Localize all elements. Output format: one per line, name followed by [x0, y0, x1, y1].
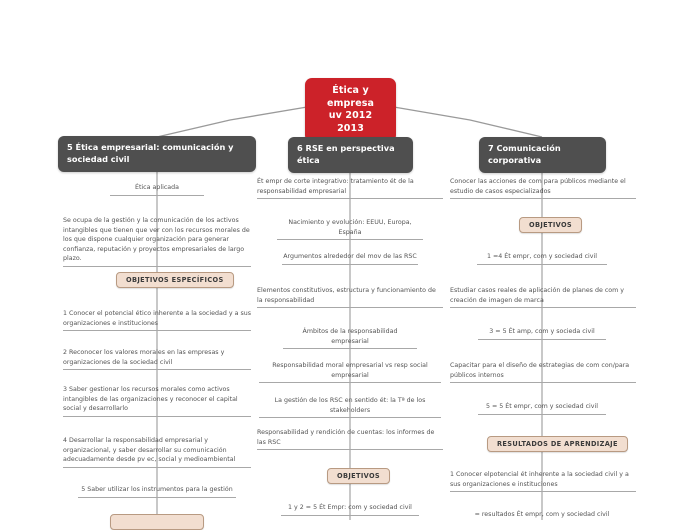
node-3-igual-5[interactable]: 3 = 5 Ét amp, com y socieda civil [478, 327, 606, 340]
node-nacimiento-evolucion[interactable]: Nacimiento y evolución: EEUU, Europa, Es… [277, 218, 423, 241]
node-1y2-et-empr[interactable]: 1 y 2 = 5 Ét Empr: com y sociedad civil [281, 503, 419, 516]
node-5-igual-5[interactable]: 5 = 5 Ét empr, com y sociedad civil [478, 402, 606, 415]
node-resultados-et-empr[interactable]: = resultados Ét empr, com y sociedad civ… [474, 511, 610, 518]
node-elementos-constitutivos[interactable]: Elementos constitutivos, estructura y fu… [257, 286, 443, 309]
branch-header-7[interactable]: 7 Comunicación corporativa [479, 137, 606, 173]
node-argumentos-rsc[interactable]: Argumentos alrededor del mov de las RSC [282, 252, 418, 265]
node-objetivo-4[interactable]: 4 Desarrollar la responsabilidad empresa… [63, 436, 251, 468]
node-objetivo-1[interactable]: 1 Conocer el potencial ético inherente a… [63, 309, 251, 332]
node-objetivo-5[interactable]: 5 Saber utilizar los instrumentos para l… [78, 485, 236, 498]
node-descripcion-gestion[interactable]: Se ocupa de la gestión y la comunicación… [63, 216, 251, 267]
node-1-igual-4[interactable]: 1 =4 Ét empr, com y sociedad civil [477, 252, 607, 265]
pill-resultados-aprendizaje[interactable]: RESULTADOS DE APRENDIZAJE [487, 436, 628, 452]
node-conocer-acciones-com[interactable]: Conocer las acciones de com para público… [450, 177, 636, 200]
branch-header-5[interactable]: 5 Ética empresarial: comunicación y soci… [58, 136, 256, 172]
root-title-line2: uv 2012 2013 [328, 110, 373, 134]
node-objetivo-2[interactable]: 2 Reconocer los valores morales en las e… [63, 348, 251, 371]
branch-header-6[interactable]: 6 RSE en perspectiva ética [288, 137, 413, 173]
node-et-empr-integrativo[interactable]: Ét empr de corte integrativo: tratamient… [257, 177, 443, 200]
pill-objetivos-derecha[interactable]: OBJETIVOS [519, 217, 583, 233]
node-capacitar-estrategias[interactable]: Capacitar para el diseño de estrategias … [450, 361, 636, 384]
pill-objetivos-medio[interactable]: OBJETIVOS [327, 468, 391, 484]
pill-objetivos-especificos[interactable]: OBJETIVOS ESPECÍFICOS [116, 272, 234, 288]
node-responsabilidad-moral-vs-social[interactable]: Responsabilidad moral empresarial vs res… [259, 361, 441, 384]
pill-left-bottom[interactable] [110, 514, 204, 530]
node-gestion-rsc-stakeholders[interactable]: La gestión de los RSC en sentido ét: la … [259, 396, 441, 419]
node-rendicion-cuentas[interactable]: Responsabilidad y rendición de cuentas: … [257, 428, 443, 451]
node-etica-aplicada[interactable]: Ética aplicada [110, 183, 204, 196]
node-objetivo-3[interactable]: 3 Saber gestionar los recursos morales c… [63, 385, 251, 417]
root-node[interactable]: Ética y empresa uv 2012 2013 [305, 78, 396, 143]
node-estudiar-casos-reales[interactable]: Estudiar casos reales de aplicación de p… [450, 286, 636, 309]
node-ambitos-responsabilidad[interactable]: Ámbitos de la responsabilidad empresaria… [283, 327, 417, 350]
root-title-line1: Ética y empresa [326, 85, 375, 109]
node-resultado-1[interactable]: 1 Conocer elpotencial ét inherente a la … [450, 470, 636, 493]
